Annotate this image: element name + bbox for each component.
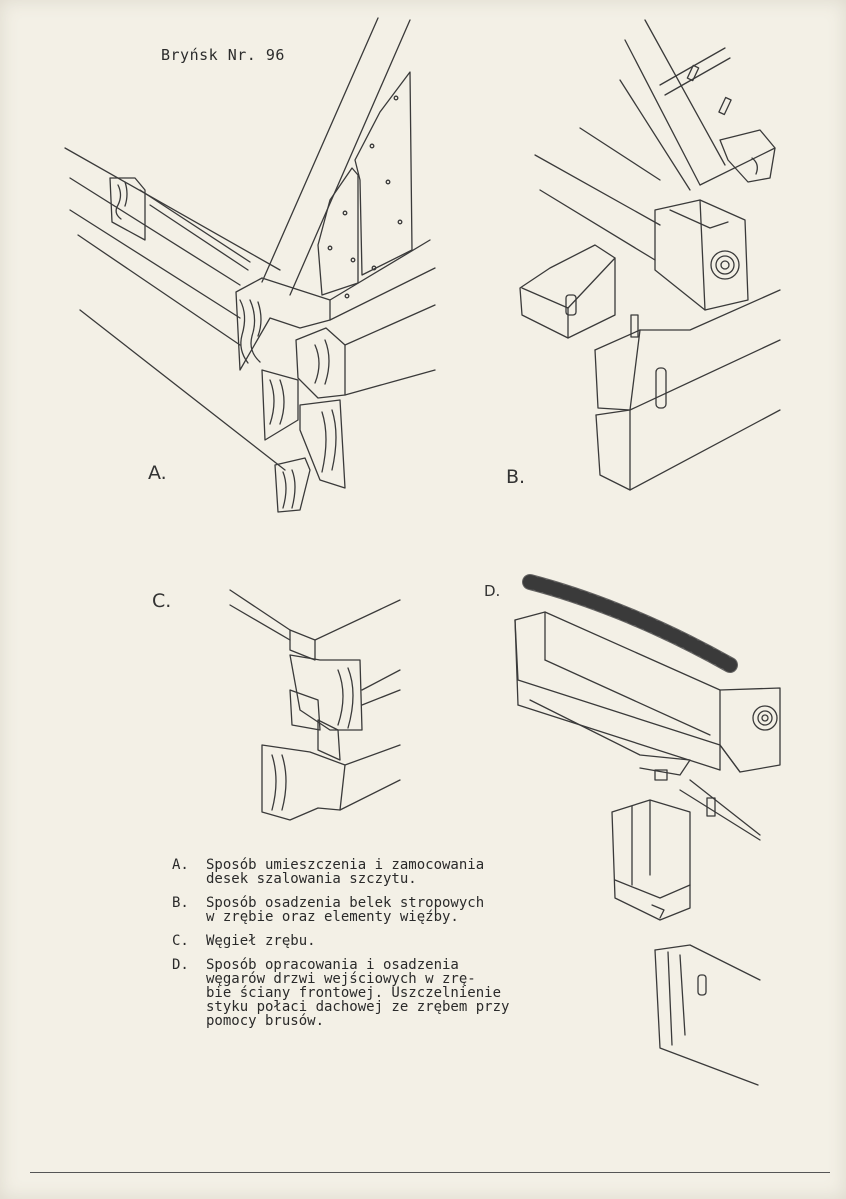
document-header: Bryńsk Nr. 96 xyxy=(161,46,285,64)
legend-key: C. xyxy=(172,933,189,949)
legend-item-a: A. Sposób umieszczenia i zamocowania des… xyxy=(172,858,602,886)
legend-item-d: D. Sposób opracowania i osadzenia węgaró… xyxy=(172,958,602,1028)
drawing-d xyxy=(514,574,781,1086)
figure-label-a: A. xyxy=(148,462,167,484)
drawing-b xyxy=(519,19,781,491)
legend-key: D. xyxy=(172,957,189,973)
drawing-c xyxy=(229,589,401,821)
legend-key: B. xyxy=(172,895,189,911)
legend-key: A. xyxy=(172,857,189,873)
figure-label-d: D. xyxy=(484,582,501,600)
legend-item-c: C. Węgieł zrębu. xyxy=(172,934,602,948)
legend-text: Sposób opracowania i osadzenia węgarów d… xyxy=(206,957,510,1029)
legend-text: Sposób umieszczenia i zamocowania desek … xyxy=(206,857,485,887)
figure-legend: A. Sposób umieszczenia i zamocowania des… xyxy=(172,858,602,1038)
legend-text: Sposób osadzenia belek stropowych w zręb… xyxy=(206,895,485,925)
figure-label-b: B. xyxy=(506,466,526,488)
figure-label-c: C. xyxy=(152,590,172,612)
bottom-rule xyxy=(30,1172,830,1173)
legend-item-b: B. Sposób osadzenia belek stropowych w z… xyxy=(172,896,602,924)
legend-text: Węgieł zrębu. xyxy=(206,933,316,949)
drawing-a xyxy=(64,17,436,513)
